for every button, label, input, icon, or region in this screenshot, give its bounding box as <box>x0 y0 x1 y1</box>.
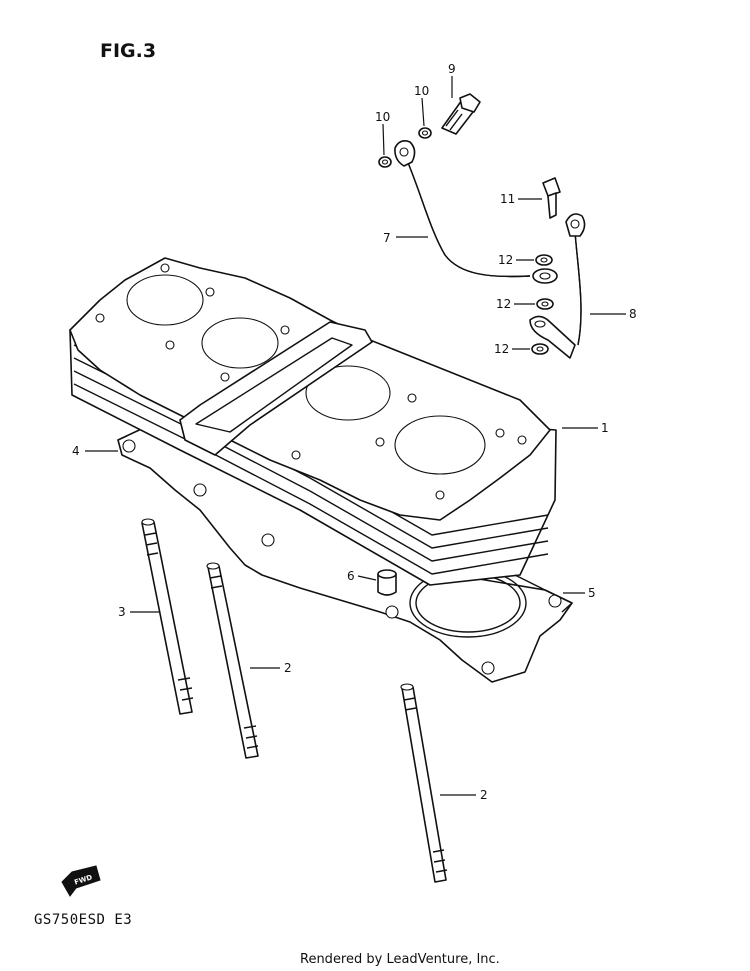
fwd-arrow-icon: FWD <box>61 865 101 897</box>
callout-2: 2 <box>480 788 488 802</box>
figure-title: FIG.3 <box>100 40 157 62</box>
callout-12: 12 <box>496 297 511 311</box>
callout-3: 3 <box>118 605 126 619</box>
part-10-washer-lower[interactable] <box>378 156 392 168</box>
callout-12: 12 <box>498 253 513 267</box>
part-10-washer-upper[interactable] <box>418 127 432 139</box>
callout-1: 1 <box>601 421 609 435</box>
callout-9: 9 <box>448 62 456 76</box>
part-1-cylinder-block[interactable] <box>69 257 557 586</box>
callout-10: 10 <box>414 84 429 98</box>
part-9-union-bolt[interactable] <box>441 93 481 135</box>
part-7-oil-hose[interactable] <box>394 140 558 284</box>
model-code: GS750ESD E3 <box>34 912 133 928</box>
part-12-washer-c[interactable] <box>531 343 549 355</box>
part-5-head-gasket-edge[interactable] <box>514 574 573 613</box>
callout-4: 4 <box>72 444 80 458</box>
callout-7: 7 <box>383 231 391 245</box>
part-6-dowel-pin[interactable] <box>377 569 397 596</box>
leader-lines <box>85 76 626 796</box>
callout-2: 2 <box>284 661 292 675</box>
callout-12: 12 <box>494 342 509 356</box>
callout-5: 5 <box>588 586 596 600</box>
part-8-oil-hose[interactable] <box>529 213 586 359</box>
part-12-washer-a[interactable] <box>535 254 553 266</box>
callout-10: 10 <box>375 110 390 124</box>
part-4-cylinder-base-gasket[interactable] <box>117 424 573 683</box>
part-2-stud-bolt-left[interactable] <box>206 562 259 759</box>
callout-8: 8 <box>629 307 637 321</box>
credit-footer: Rendered by LeadVenture, Inc. <box>300 952 500 967</box>
part-2-stud-bolt-bottom[interactable] <box>400 683 448 883</box>
part-11-union-bolt[interactable] <box>542 177 561 219</box>
part-12-washer-b[interactable] <box>536 298 554 310</box>
callout-11: 11 <box>500 192 515 206</box>
part-3-stud-bolt[interactable] <box>141 518 194 715</box>
callout-6: 6 <box>347 569 355 583</box>
